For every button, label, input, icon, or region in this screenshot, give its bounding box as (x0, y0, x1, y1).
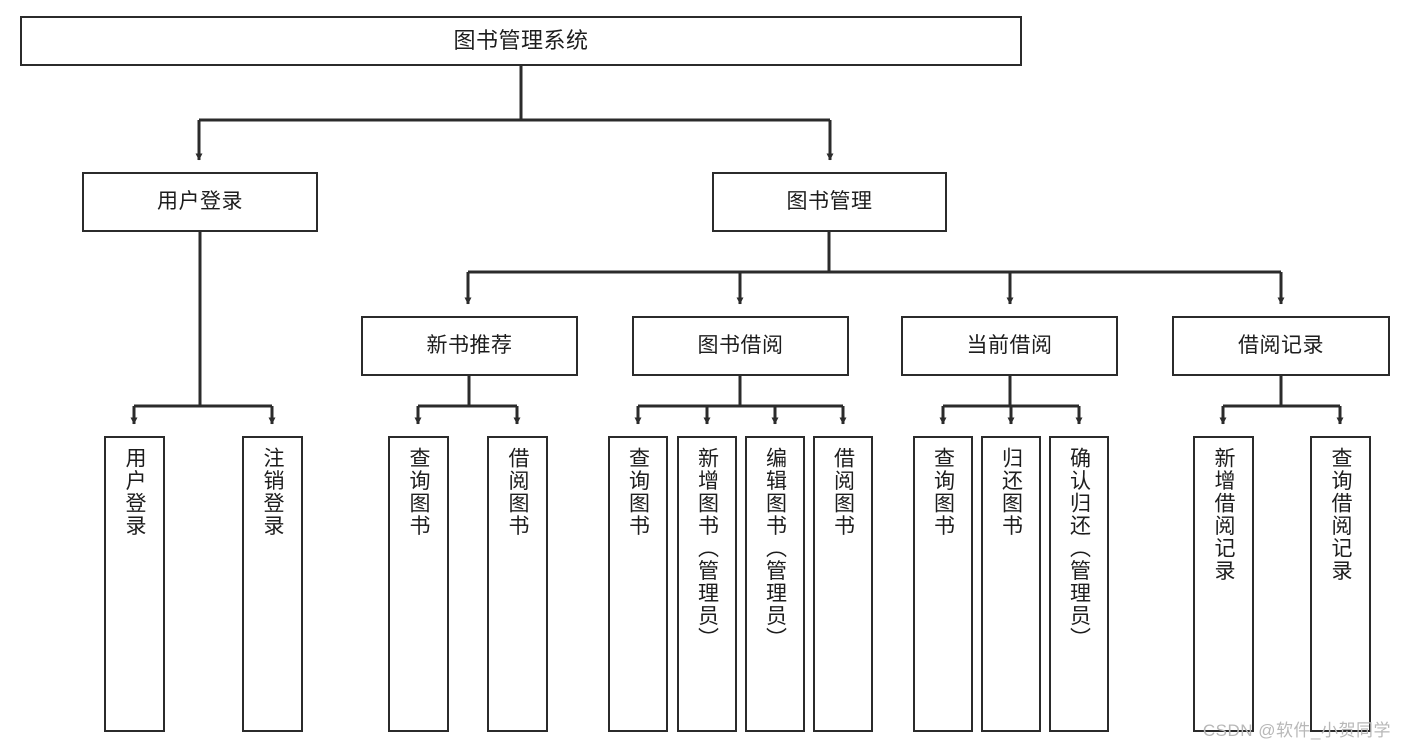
node-book-borrow-label: 图书借阅 (697, 334, 784, 358)
node-leaf-borrow-book-2-label: 借阅图书 (831, 447, 855, 537)
node-leaf-borrow-book-2[interactable]: 借阅图书 (813, 436, 873, 732)
node-leaf-return-book[interactable]: 归还图书 (981, 436, 1041, 732)
node-leaf-query-book-2[interactable]: 查询图书 (608, 436, 668, 732)
node-root[interactable]: 图书管理系统 (20, 16, 1022, 66)
node-leaf-logout-login[interactable]: 注销登录 (242, 436, 303, 732)
node-leaf-confirm-return[interactable]: 确认归还（管理员） (1049, 436, 1109, 732)
node-book-manage[interactable]: 图书管理 (712, 172, 947, 232)
node-leaf-add-borrow-record-label: 新增借阅记录 (1212, 447, 1235, 582)
node-book-borrow[interactable]: 图书借阅 (632, 316, 849, 376)
node-leaf-query-book-3-label: 查询图书 (931, 447, 955, 537)
node-leaf-query-book-1-label: 查询图书 (407, 447, 430, 537)
node-user-login[interactable]: 用户登录 (82, 172, 318, 232)
node-leaf-edit-book-admin[interactable]: 编辑图书（管理员） (745, 436, 805, 732)
node-leaf-query-book-1[interactable]: 查询图书 (388, 436, 449, 732)
node-leaf-query-book-3[interactable]: 查询图书 (913, 436, 973, 732)
node-user-login-label: 用户登录 (157, 190, 243, 214)
node-borrow-record-label: 借阅记录 (1238, 334, 1324, 358)
node-leaf-confirm-return-label: 确认归还（管理员） (1067, 447, 1091, 650)
watermark: CSDN @软件_小贺同学 (1202, 721, 1391, 740)
node-leaf-return-book-label: 归还图书 (999, 447, 1023, 537)
node-leaf-query-book-2-label: 查询图书 (626, 447, 650, 537)
node-borrow-record[interactable]: 借阅记录 (1172, 316, 1390, 376)
node-new-book-recommend[interactable]: 新书推荐 (361, 316, 578, 376)
node-leaf-add-borrow-record[interactable]: 新增借阅记录 (1193, 436, 1254, 732)
node-new-book-recommend-label: 新书推荐 (426, 334, 513, 358)
node-book-manage-label: 图书管理 (786, 190, 873, 214)
node-current-borrow[interactable]: 当前借阅 (901, 316, 1118, 376)
node-leaf-user-login[interactable]: 用户登录 (104, 436, 165, 732)
node-leaf-add-book-admin-label: 新增图书（管理员） (695, 447, 719, 650)
node-leaf-edit-book-admin-label: 编辑图书（管理员） (763, 447, 787, 650)
node-root-label: 图书管理系统 (453, 27, 589, 53)
node-leaf-add-book-admin[interactable]: 新增图书（管理员） (677, 436, 737, 732)
node-leaf-user-login-label: 用户登录 (123, 447, 146, 537)
node-leaf-borrow-book-1-label: 借阅图书 (506, 447, 529, 537)
node-leaf-query-borrow-record-label: 查询借阅记录 (1329, 447, 1352, 582)
node-leaf-borrow-book-1[interactable]: 借阅图书 (487, 436, 548, 732)
node-leaf-logout-login-label: 注销登录 (261, 447, 284, 537)
node-leaf-query-borrow-record[interactable]: 查询借阅记录 (1310, 436, 1371, 732)
node-current-borrow-label: 当前借阅 (966, 334, 1053, 358)
